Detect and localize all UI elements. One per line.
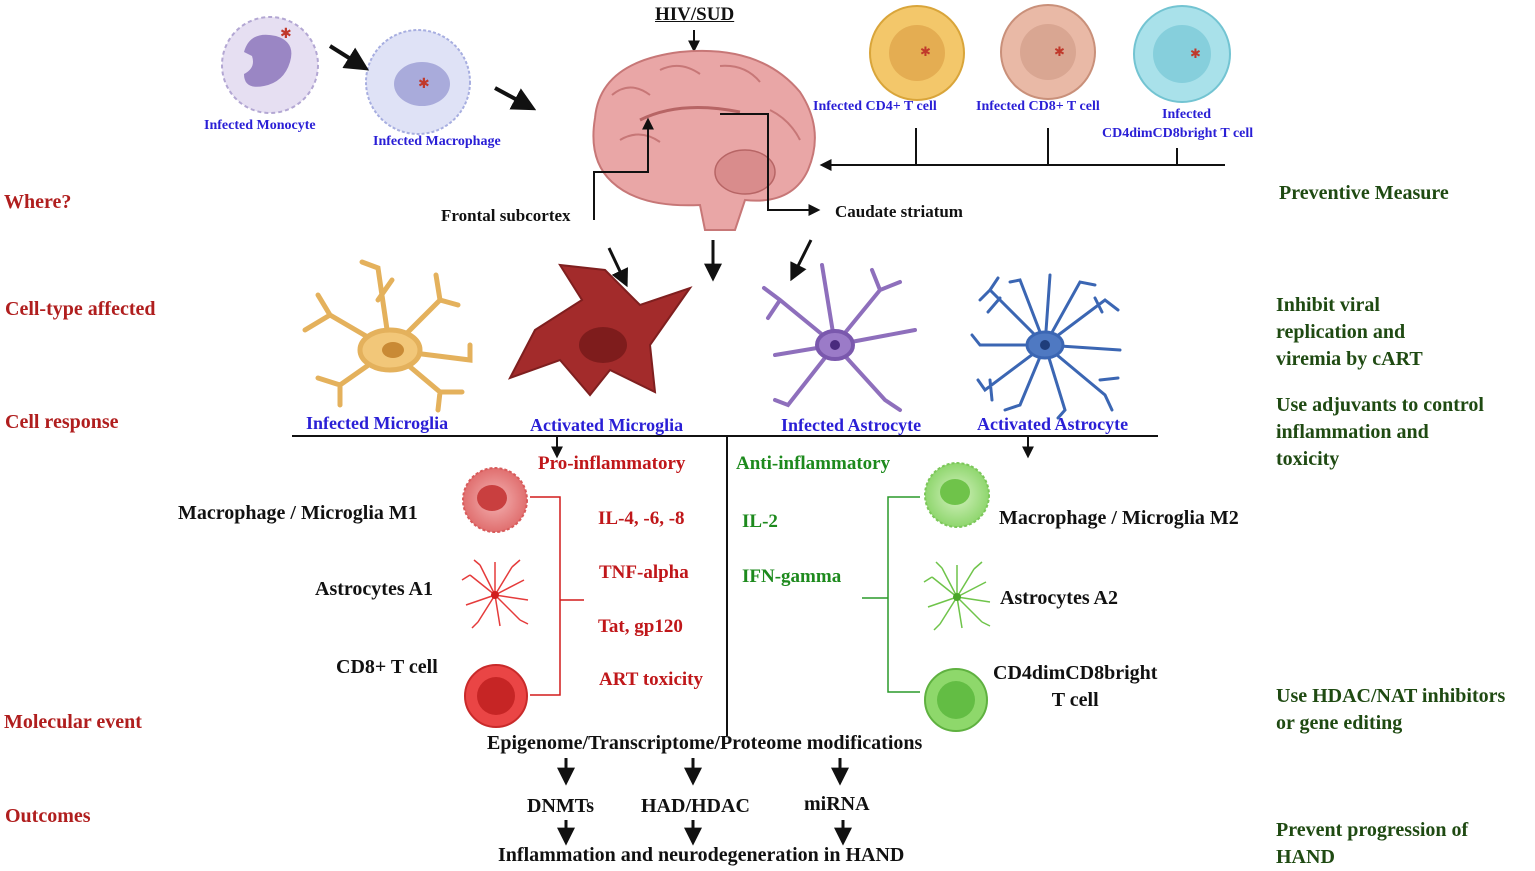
- cell-response-label: Cell response: [5, 411, 119, 433]
- brain-to-glia-arrows: [607, 239, 813, 288]
- brain-icon: [592, 49, 816, 231]
- infected-cd4dim-label-2: CD4dimCD8bright T cell: [1102, 126, 1254, 141]
- macrophage-m2-icon: [924, 462, 990, 528]
- anti-bracket: [862, 496, 920, 693]
- pro-inflammatory-title: Pro-inflammatory: [538, 453, 686, 474]
- infected-astrocyte-label: Infected Astrocyte: [781, 415, 922, 435]
- pro-item: IL-4, -6, -8: [598, 508, 685, 529]
- modifications-label: Epigenome/Transcriptome/Proteome modific…: [487, 732, 923, 754]
- pro-bracket: [530, 496, 584, 696]
- svg-text:✱: ✱: [418, 76, 430, 92]
- activated-microglia-label: Activated Microglia: [530, 415, 684, 435]
- top-arrows: [328, 30, 700, 111]
- anti-item: IL-2: [742, 511, 778, 532]
- svg-text:✱: ✱: [920, 45, 931, 60]
- anti-inflammatory-title: Anti-inflammatory: [736, 453, 891, 474]
- cd4dim-label: CD4dimCD8bright T cell: [993, 662, 1158, 711]
- adjuvants-measure: Use adjuvants to control inflammation an…: [1276, 394, 1484, 470]
- svg-text:✱: ✱: [280, 26, 292, 42]
- prevent-measure: Prevent progression of HAND: [1276, 819, 1469, 868]
- infected-microglia-label: Infected Microglia: [306, 413, 449, 433]
- cell-type-label: Cell-type affected: [5, 298, 156, 320]
- had-hdac-label: HAD/HDAC: [641, 795, 750, 817]
- dnmts-label: DNMTs: [527, 795, 595, 817]
- cd8-label: CD8+ T cell: [336, 656, 438, 678]
- pro-item: TNF-alpha: [599, 562, 689, 583]
- final-outcome-label: Inflammation and neurodegeneration in HA…: [498, 844, 905, 866]
- macrophage-m1-icon: [462, 467, 528, 533]
- frontal-subcortex-label: Frontal subcortex: [441, 206, 571, 225]
- infected-microglia-icon: [302, 259, 473, 413]
- hiv-sud-label: HIV/SUD: [655, 4, 735, 25]
- molecular-arrows: [557, 758, 852, 846]
- infected-macrophage-icon: ✱: [365, 29, 471, 135]
- cd4dim-tcell-icon: [924, 668, 988, 732]
- tcell-bracket: [819, 128, 1225, 171]
- svg-text:✱: ✱: [1054, 45, 1065, 60]
- pro-item: ART toxicity: [599, 669, 703, 690]
- caudate-striatum-label: Caudate striatum: [835, 202, 963, 221]
- preventive-measure-label: Preventive Measure: [1279, 182, 1449, 204]
- outcomes-label: Outcomes: [5, 805, 91, 827]
- infected-cd4-label: Infected CD4+ T cell: [813, 99, 937, 114]
- infected-monocyte-icon: ✱: [221, 16, 319, 114]
- region-pointers: [593, 113, 821, 220]
- mirna-label: miRNA: [804, 793, 870, 815]
- anti-item: IFN-gamma: [742, 566, 842, 587]
- infected-monocyte-label: Infected Monocyte: [204, 118, 316, 133]
- svg-text:✱: ✱: [1190, 47, 1201, 62]
- where-label: Where?: [4, 191, 72, 213]
- pro-item: Tat, gp120: [598, 616, 683, 637]
- activated-astrocyte-icon: [970, 273, 1122, 420]
- inhibit-measure: Inhibit viral replication and viremia by…: [1276, 294, 1423, 370]
- infected-cd4-icon: ✱: [869, 5, 965, 101]
- activated-astrocyte-label: Activated Astrocyte: [977, 414, 1129, 434]
- a1-label: Astrocytes A1: [315, 578, 433, 600]
- cd8-tcell-icon: [464, 664, 528, 728]
- infected-cd8-icon: ✱: [1000, 4, 1096, 100]
- infected-cd4dim-icon: ✱: [1133, 5, 1231, 103]
- hdac-measure: Use HDAC/NAT inhibitors or gene editing: [1276, 685, 1506, 734]
- molecular-event-label: Molecular event: [4, 711, 142, 733]
- infected-macrophage-label: Infected Macrophage: [373, 134, 501, 149]
- infected-cd8-label: Infected CD8+ T cell: [976, 99, 1100, 114]
- a2-label: Astrocytes A2: [1000, 587, 1118, 609]
- center-lines: [292, 435, 1158, 736]
- infected-astrocyte-icon: [762, 263, 917, 412]
- m2-label: Macrophage / Microglia M2: [999, 507, 1239, 529]
- infected-cd4dim-label-1: Infected: [1162, 107, 1211, 122]
- m1-label: Macrophage / Microglia M1: [178, 502, 418, 524]
- astrocyte-a2-icon: [923, 561, 991, 631]
- activated-microglia-icon: [507, 263, 693, 397]
- astrocyte-a1-icon: [461, 559, 529, 629]
